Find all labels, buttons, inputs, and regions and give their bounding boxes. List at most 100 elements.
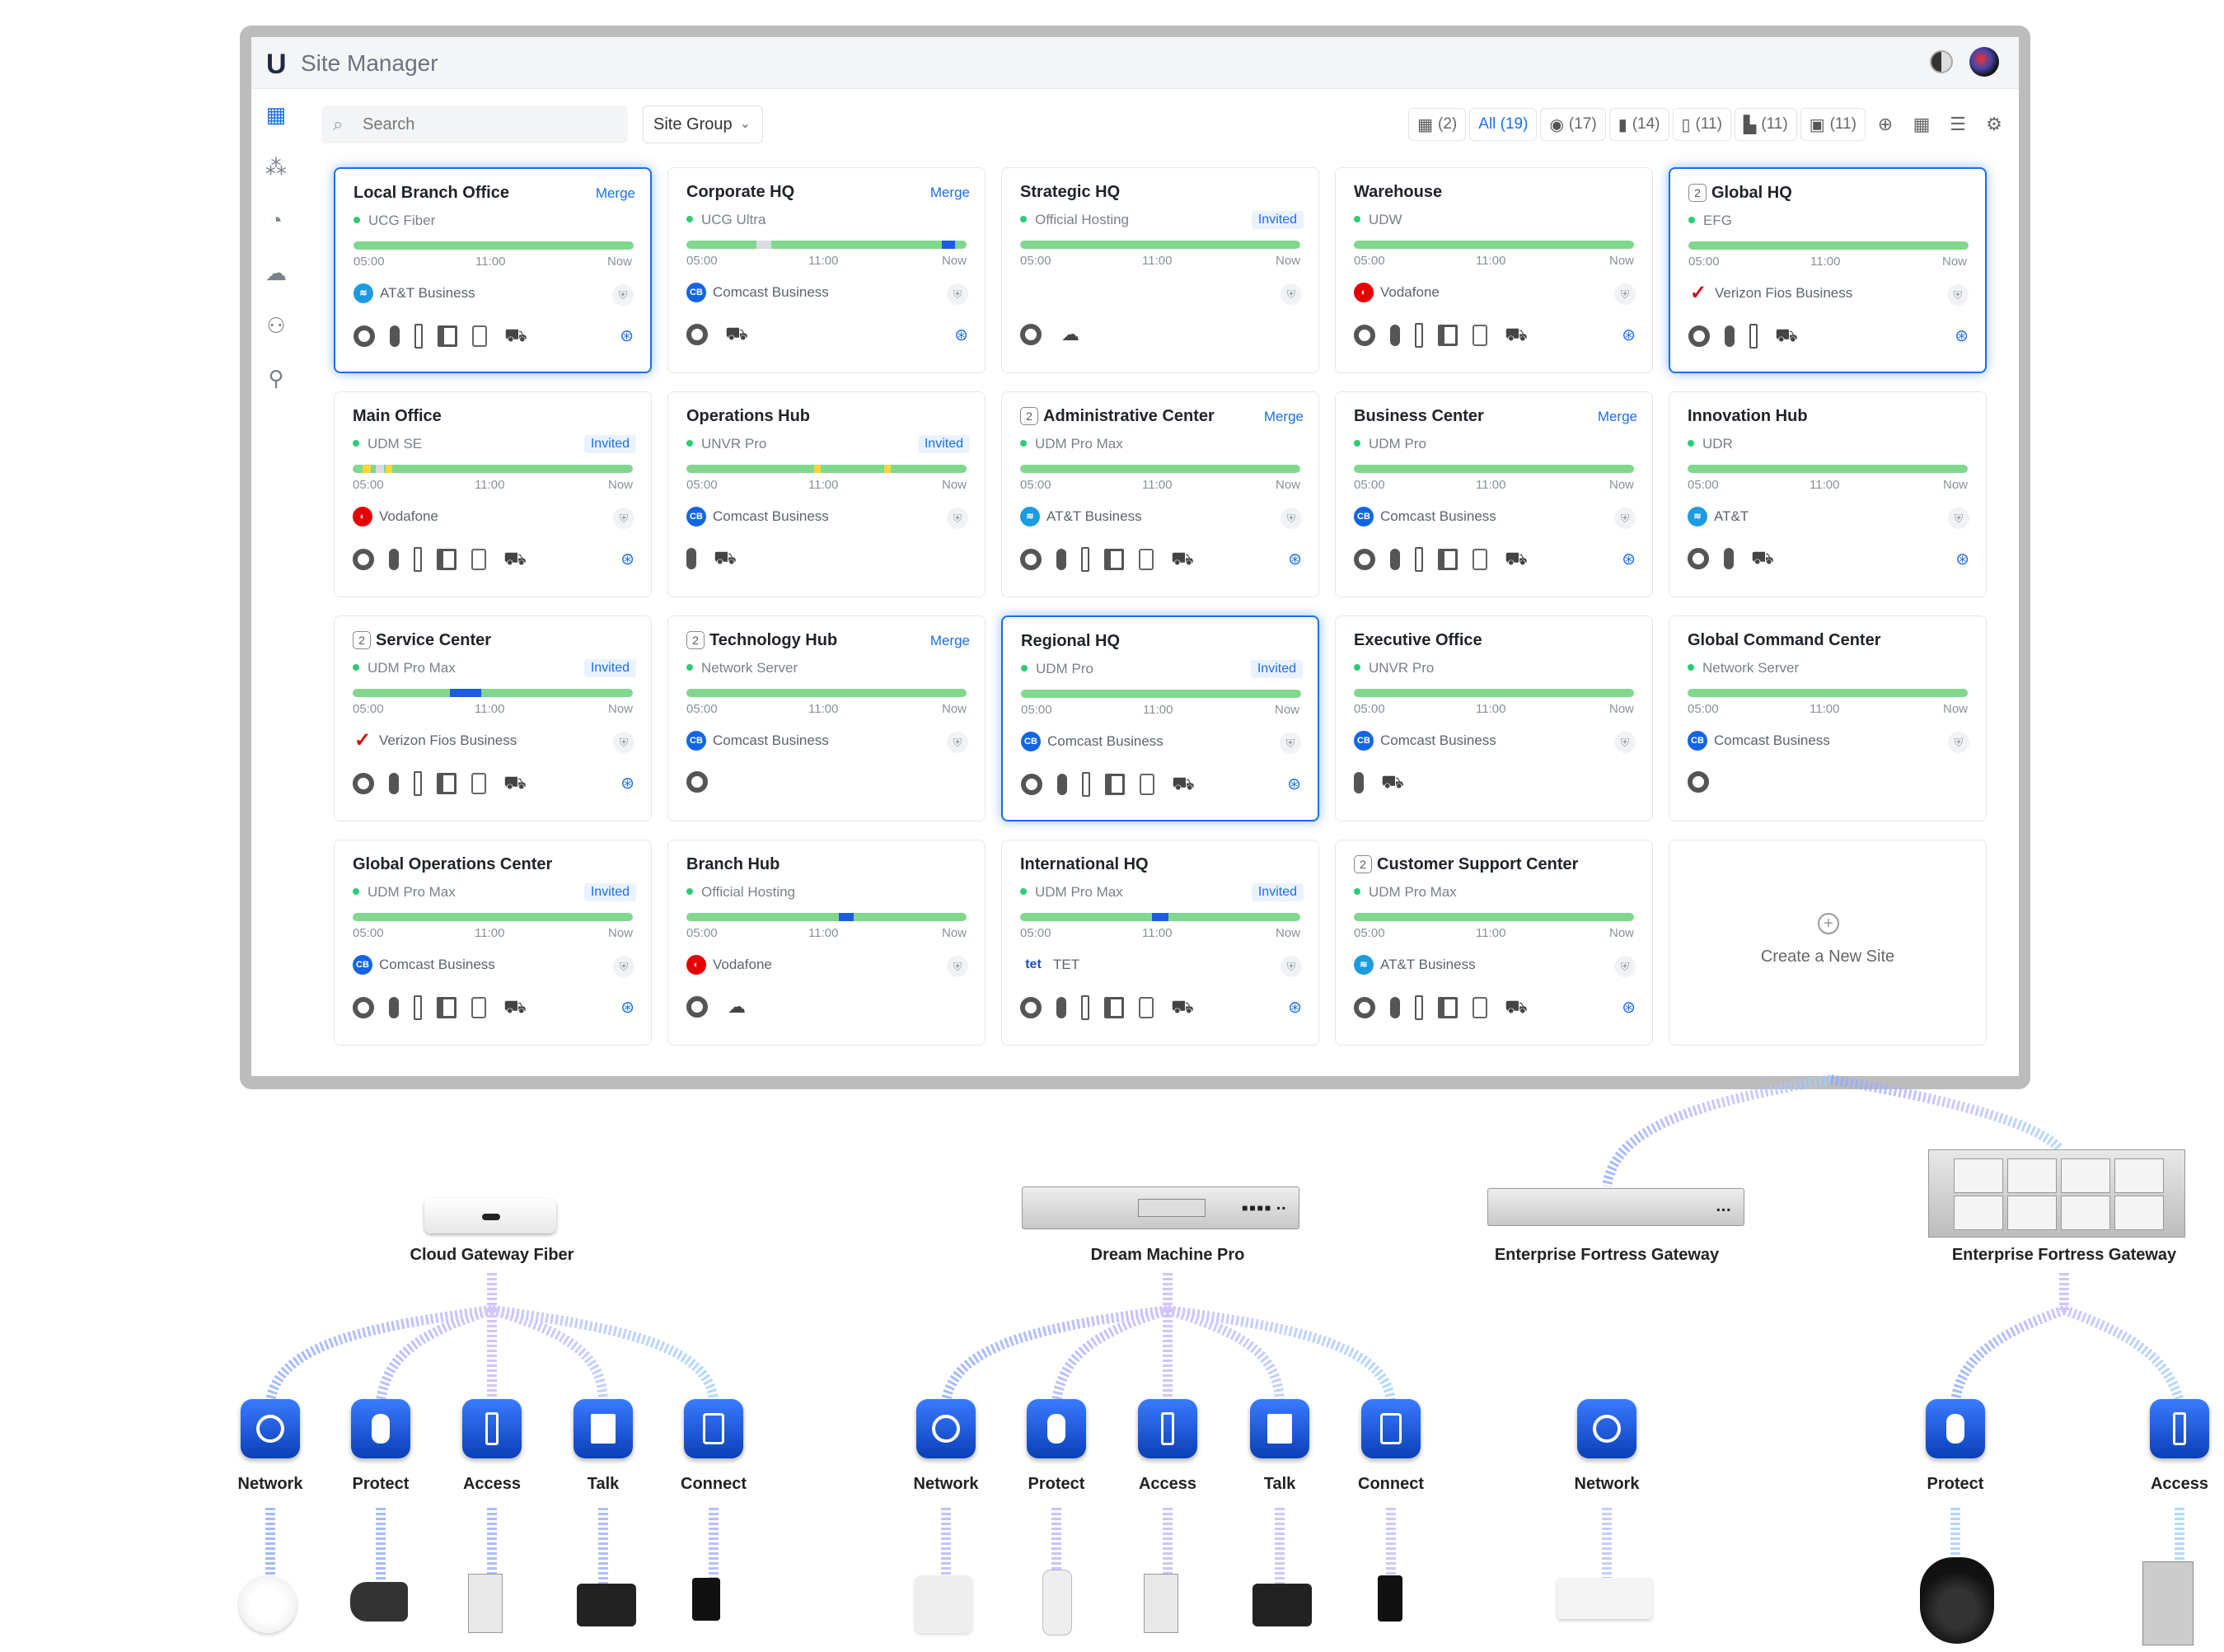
devices-icon[interactable]: ⛟ [503,995,527,1017]
network-icon[interactable] [1688,325,1710,347]
app-talk-icon[interactable] [574,1399,633,1458]
talk-icon[interactable] [1438,997,1458,1018]
network-icon[interactable] [686,996,708,1018]
app-connect-icon[interactable] [684,1399,743,1458]
wifi-manage-icon[interactable]: ⊛ [1287,775,1301,793]
shield-icon[interactable]: ⛨ [947,508,968,529]
devices-icon[interactable]: ⛟ [1171,995,1194,1017]
shield-icon[interactable]: ⛨ [1614,732,1636,753]
connect-icon[interactable] [1473,325,1487,346]
wifi-manage-icon[interactable]: ⊛ [1622,326,1636,344]
protect-icon[interactable] [1724,548,1734,569]
theme-toggle-icon[interactable] [1930,50,1953,73]
devices-icon[interactable]: ⛟ [1171,547,1194,569]
connect-icon[interactable] [1473,549,1487,570]
avatar[interactable] [1969,47,1999,77]
protect-icon[interactable] [1725,325,1735,347]
network-icon[interactable] [1688,548,1709,569]
network-icon[interactable] [686,771,708,793]
shield-icon[interactable]: ⛨ [1614,283,1636,305]
connect-icon[interactable] [471,997,486,1018]
network-icon[interactable] [353,549,374,570]
app-protect-icon[interactable] [351,1399,410,1458]
network-icon[interactable] [1354,549,1375,570]
wifi-manage-icon[interactable]: ⊛ [620,775,634,793]
app-access-icon[interactable] [2150,1399,2209,1458]
wifi-manage-icon[interactable]: ⊛ [1955,550,1969,569]
filter-all[interactable]: All (19) [1469,108,1538,141]
protect-icon[interactable] [389,773,399,794]
filter-protect[interactable]: ▮(14) [1608,108,1669,141]
network-icon[interactable] [1688,771,1709,793]
network-icon[interactable] [1354,325,1375,346]
connect-icon[interactable] [1473,997,1487,1018]
merge-link[interactable]: Merge [929,633,970,648]
talk-icon[interactable] [1438,325,1458,346]
access-icon[interactable] [1415,995,1423,1020]
app-protect-icon[interactable] [1926,1399,1985,1458]
devices-icon[interactable]: ⛟ [504,324,527,345]
devices-icon[interactable]: ⛟ [725,322,748,344]
cloud-upload-icon[interactable]: ☁ [265,260,287,285]
connect-icon[interactable] [1139,997,1154,1018]
app-access-icon[interactable] [1138,1399,1197,1458]
devices-icon[interactable]: ⛟ [714,546,737,568]
filter-connect[interactable]: ▣(11) [1800,108,1866,141]
protect-icon[interactable] [389,549,399,570]
app-talk-icon[interactable] [1250,1399,1309,1458]
connect-icon[interactable] [1140,774,1154,795]
add-circle-icon[interactable]: ⊕ [1877,114,1894,134]
protect-icon[interactable] [1056,997,1066,1018]
access-icon[interactable] [414,995,422,1020]
app-network-icon[interactable] [1577,1399,1636,1458]
cloud-gear-icon[interactable]: ☁ [1061,324,1079,344]
dashboard-grid-icon[interactable]: ▦ [265,102,287,127]
shield-icon[interactable]: ⛨ [613,956,634,977]
shield-icon[interactable]: ⛨ [1948,732,1969,753]
shield-icon[interactable]: ⛨ [1281,956,1302,977]
talk-icon[interactable] [437,997,457,1018]
shield-icon[interactable]: ⛨ [947,732,968,753]
connect-icon[interactable] [472,325,487,347]
site-group-select[interactable]: Site Group ⌄ [643,105,763,143]
access-icon[interactable] [1082,772,1090,797]
devices-icon[interactable]: ⛟ [1381,770,1404,792]
access-icon[interactable] [1081,547,1089,572]
wifi-manage-icon[interactable]: ⊛ [954,326,968,344]
merge-link[interactable]: Merge [595,185,635,201]
protect-icon[interactable] [1390,325,1400,346]
filter-settings-icon[interactable]: ⚙ [1986,114,2002,134]
wifi-manage-icon[interactable]: ⊛ [1622,550,1636,569]
devices-icon[interactable]: ⛟ [1505,547,1528,569]
users-gear-icon[interactable]: ⚇ [266,313,286,338]
access-icon[interactable] [414,771,422,796]
devices-icon[interactable]: ⛟ [1775,324,1798,345]
network-icon[interactable] [1020,997,1042,1018]
devices-icon[interactable]: ⛟ [1751,546,1774,568]
app-access-icon[interactable] [462,1399,522,1458]
shield-icon[interactable]: ⛨ [1280,732,1301,754]
access-icon[interactable] [1415,323,1423,348]
connect-icon[interactable] [1139,549,1154,570]
shield-icon[interactable]: ⛨ [613,508,634,529]
network-icon[interactable] [1020,324,1042,345]
wifi-manage-icon[interactable]: ⊛ [620,550,634,569]
topology-icon[interactable]: ⁂ [265,155,287,180]
shield-icon[interactable]: ⛨ [613,732,634,753]
connect-icon[interactable] [471,549,486,570]
wifi-manage-icon[interactable]: ⊛ [1955,327,1969,345]
devices-icon[interactable]: ⛟ [503,547,527,569]
integrations-icon[interactable]: ⚲ [268,366,284,391]
access-icon[interactable] [414,547,422,572]
